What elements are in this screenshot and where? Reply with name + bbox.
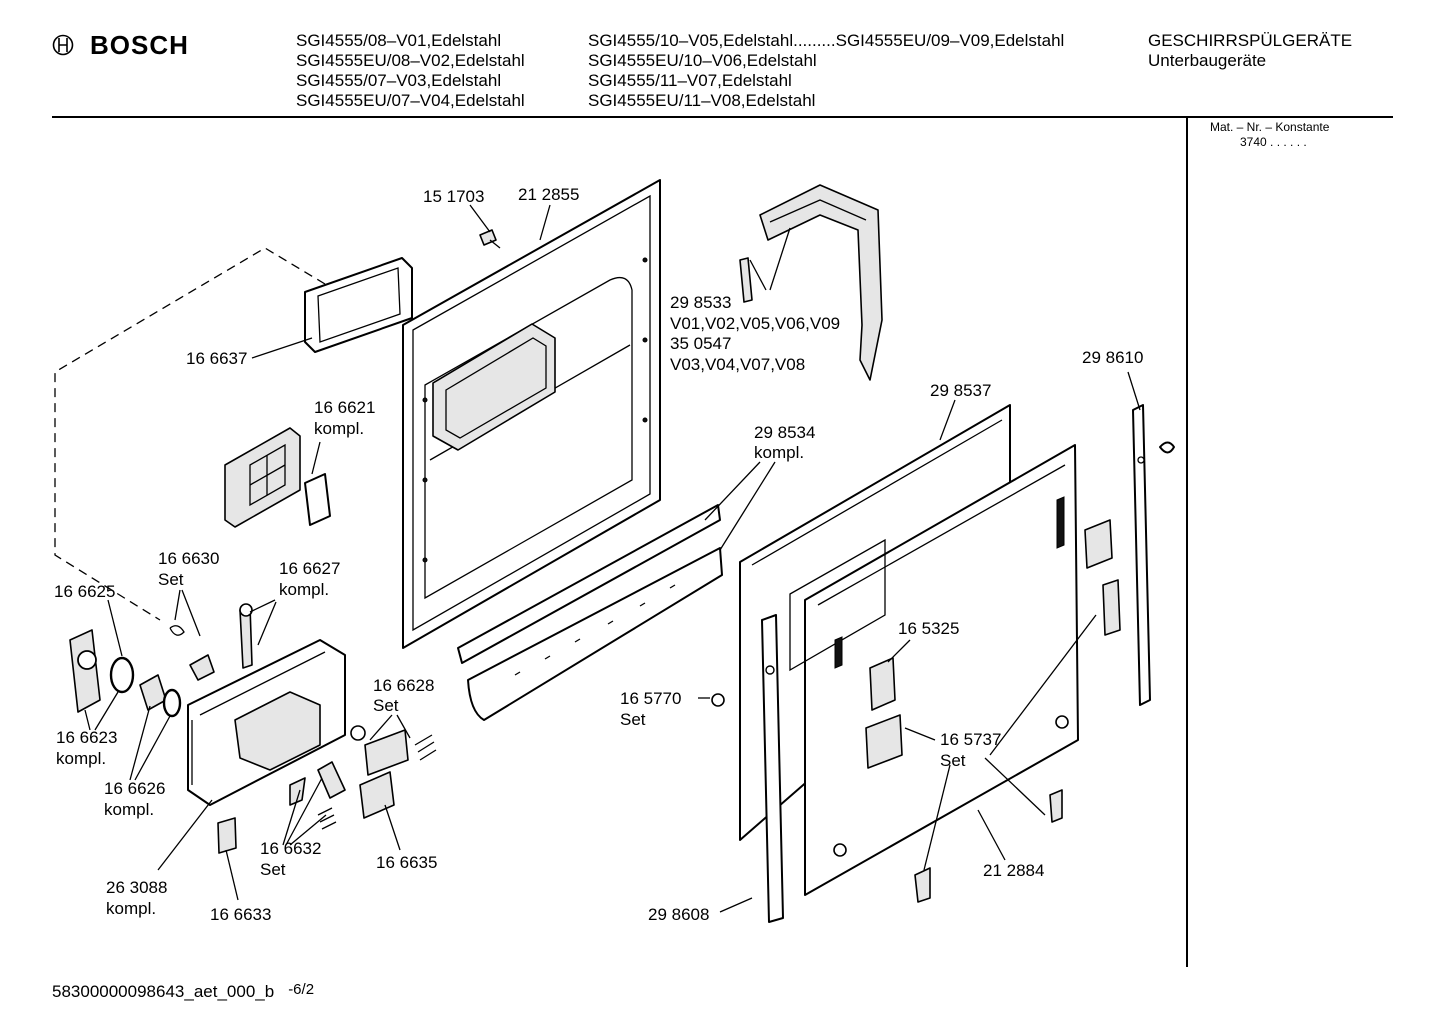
part-label: 35 0547 xyxy=(670,334,731,353)
part-label: 29 8537 xyxy=(930,381,991,400)
model-line: SGI4555EU/10–V06,Edelstahl xyxy=(588,51,817,70)
part-label: 16 6632 xyxy=(260,839,321,858)
part-note: kompl. xyxy=(106,899,156,918)
small-mechanism-parts xyxy=(169,603,437,854)
document-footer: 58300000098643_aet_000_b -6/2 xyxy=(52,981,315,1002)
part-note: Set xyxy=(373,696,399,715)
part-note: Set xyxy=(620,710,646,729)
sheet-number: -6/2 xyxy=(288,981,315,998)
part-label: 16 6635 xyxy=(376,853,437,872)
part-label: 16 6621 xyxy=(314,398,375,417)
brand-name: BOSCH xyxy=(90,29,189,60)
part-label: 16 5770 xyxy=(620,689,681,708)
part-label: 16 6625 xyxy=(54,582,115,601)
detergent-dispenser-housing xyxy=(187,639,346,806)
part-note: Set xyxy=(158,570,184,589)
leader-lines xyxy=(84,204,1141,913)
door-clips xyxy=(711,519,1121,903)
material-info: Mat. – Nr. – Konstante 3740 . . . . . . xyxy=(1210,120,1329,150)
part-label: 16 6627 xyxy=(279,559,340,578)
model-line: SGI4555/07–V03,Edelstahl xyxy=(296,71,502,90)
model-list-column-1: SGI4555/08–V01,Edelstahl SGI4555EU/08–V0… xyxy=(296,31,525,111)
part-label: 16 5325 xyxy=(898,619,959,638)
part-label: 29 8608 xyxy=(648,905,709,924)
model-line: SGI4555/11–V07,Edelstahl xyxy=(588,71,792,90)
part-label: 29 8610 xyxy=(1082,348,1143,367)
bosch-armature-icon xyxy=(52,34,74,56)
variant-label: V03,V04,V07,V08 xyxy=(670,355,805,374)
brand-logo: BOSCH xyxy=(52,30,189,60)
part-label: 16 6626 xyxy=(104,779,165,798)
model-line: SGI4555EU/11–V08,Edelstahl xyxy=(588,91,816,110)
part-label: 16 6623 xyxy=(56,728,117,747)
gasket-frame xyxy=(304,257,413,353)
material-label: Mat. – Nr. – Konstante xyxy=(1210,120,1330,134)
model-list-column-2: SGI4555/10–V05,Edelstahl.........SGI4555… xyxy=(588,31,1064,111)
part-note: kompl. xyxy=(754,443,804,462)
part-label: 16 6630 xyxy=(158,549,219,568)
screw-part xyxy=(479,229,501,249)
left-side-rail xyxy=(761,614,784,923)
part-label: 15 1703 xyxy=(423,187,484,206)
part-note: kompl. xyxy=(279,580,329,599)
inner-door-panel xyxy=(402,179,661,649)
part-label: 21 2855 xyxy=(518,185,579,204)
part-label: 26 3088 xyxy=(106,878,167,897)
dispenser-knob-parts xyxy=(69,629,182,718)
part-label: 16 5737 xyxy=(940,730,1001,749)
part-note: Set xyxy=(260,860,286,879)
product-category: GESCHIRRSPÜLGERÄTE Unterbaugeräte xyxy=(1148,31,1352,71)
part-label: 16 6633 xyxy=(210,905,271,924)
dispenser-cover xyxy=(224,427,331,528)
model-line: SGI4555/10–V05,Edelstahl.........SGI4555… xyxy=(588,31,1065,50)
header-divider xyxy=(52,116,1393,118)
part-label: 16 6637 xyxy=(186,349,247,368)
part-note: Set xyxy=(940,751,966,770)
handle-bracket xyxy=(739,184,883,381)
part-label: 16 6628 xyxy=(373,676,434,695)
category-title: GESCHIRRSPÜLGERÄTE xyxy=(1148,31,1353,50)
part-note: kompl. xyxy=(56,749,106,768)
part-label: 29 8533 xyxy=(670,293,731,312)
variant-label: V01,V02,V05,V06,V09 xyxy=(670,314,840,333)
material-value: 3740 . . . . . . xyxy=(1240,135,1307,149)
side-divider xyxy=(1186,117,1188,967)
category-subtitle: Unterbaugeräte xyxy=(1148,51,1267,70)
door-bottom-strip xyxy=(457,504,723,721)
model-line: SGI4555EU/07–V04,Edelstahl xyxy=(296,91,525,110)
part-note: kompl. xyxy=(104,800,154,819)
model-line: SGI4555EU/08–V02,Edelstahl xyxy=(296,51,525,70)
model-line: SGI4555/08–V01,Edelstahl xyxy=(296,31,502,50)
part-note: kompl. xyxy=(314,419,364,438)
dashed-assembly-line xyxy=(54,247,326,621)
outer-door-panel xyxy=(789,444,1079,896)
document-id: 58300000098643_aet_000_b xyxy=(52,982,275,1001)
right-side-rail xyxy=(1132,404,1175,706)
part-label: 29 8534 xyxy=(754,423,815,442)
part-label: 21 2884 xyxy=(983,861,1044,880)
